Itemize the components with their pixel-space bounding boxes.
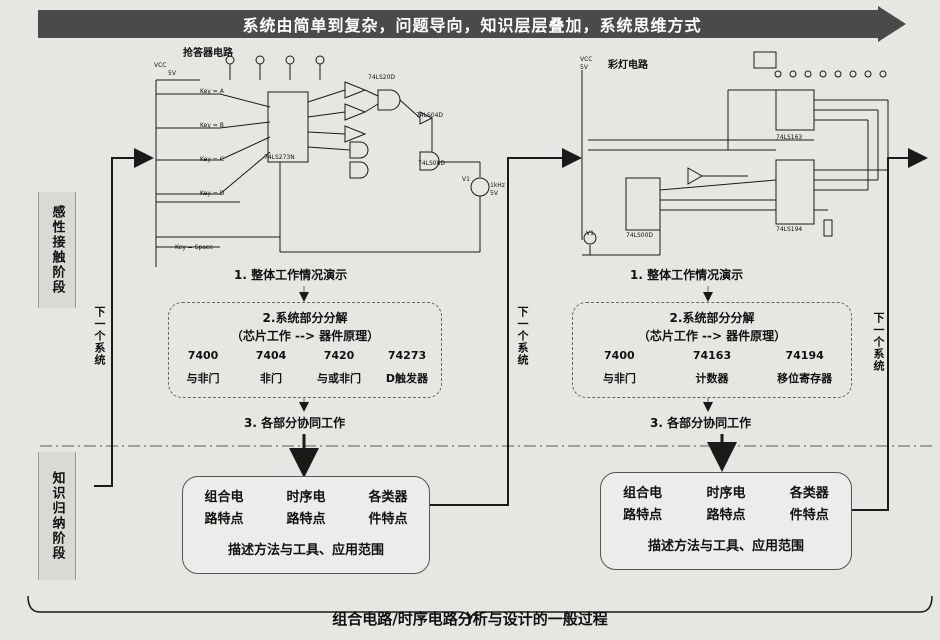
c1-chip-name: 与非门 [186,372,220,385]
c1-feature-box: 组合电路特点 时序电路特点 各类器件特点 描述方法与工具、应用范围 [182,476,430,574]
c1-chip: 74273 [387,349,427,362]
c1-label-u3: 74LS04D [416,112,444,119]
c2-desc: 描述方法与工具、应用范围 [647,539,804,554]
c1-chip-name: D触发器 [385,372,429,385]
c2-label-u1: 74LS00D [626,232,654,239]
circuit-2-title: 彩灯电路 [608,60,648,71]
c1-feature-row: 组合电路特点 时序电路特点 各类器件特点 [183,487,429,531]
c1-chip-name-row: 与非门 非门 与或非门 D触发器 [169,370,441,386]
c1-label-u2b: 74LS08D [418,160,446,167]
c1-chip-row: 7400 7404 7420 74273 [169,349,441,362]
c1-box-title: 2.系统部分分解 [262,311,348,325]
c1-label-amp: 5V [490,190,498,197]
c2-step-3: 3. 各部分协同工作 [650,416,752,430]
c1-label-vcc: VCC [154,62,167,69]
c1-label-key-space: Key = Space [175,244,214,251]
circuit-2-schematic [581,51,889,256]
side-label-perceptual: 感性接触阶段 [38,192,76,308]
banner-arrow [38,6,906,42]
c2-label-u3: 74LS194 [776,226,803,233]
banner-title: 系统由简单到复杂，问题导向，知识层层叠加，系统思维方式 [242,16,702,35]
circuit-1-schematic [155,55,490,267]
bottom-summary: 组合电路/时序电路分析与设计的一般过程 [332,609,608,628]
c2-chip-row: 7400 74163 74194 [573,349,851,362]
next-system-label-2: 下一个系统 [516,306,529,366]
c2-decompose-box: 2.系统部分分解 （芯片工作 --> 器件原理） 7400 74163 7419… [572,302,852,398]
c1-chip-name: 与或非门 [317,372,361,385]
c2-feature-box: 组合电路特点 时序电路特点 各类器件特点 描述方法与工具、应用范围 [600,472,852,570]
c1-label-u4: 74LS273N [264,154,295,161]
c1-label-5v: 5V [168,70,176,77]
c1-box-sub: （芯片工作 --> 器件原理） [230,329,380,343]
c1-feature: 各类器件特点 [368,490,408,527]
c1-step-3: 3. 各部分协同工作 [244,416,346,430]
c2-chip: 74163 [692,349,732,362]
c2-label-5v: 5V [580,64,588,71]
c2-step-1: 1. 整体工作情况演示 [630,268,744,282]
c2-feature-row: 组合电路特点 时序电路特点 各类器件特点 [601,483,851,527]
c1-feature: 时序电路特点 [286,490,326,527]
c2-chip-name: 移位寄存器 [777,372,833,385]
c1-chip: 7420 [323,349,355,362]
c1-chip-name: 非门 [260,372,282,385]
c2-feature: 各类器件特点 [789,486,829,523]
c1-step-1: 1. 整体工作情况演示 [234,268,348,282]
c1-label-key-d: Key = D [200,190,225,197]
c1-chip: 7404 [255,349,287,362]
c2-chip: 74194 [785,349,824,362]
c1-label-key-b: Key = B [200,122,224,129]
next-system-label-3: 下一个系统 [872,312,885,372]
c2-chip-name: 计数器 [695,372,729,385]
c1-chip: 7400 [187,349,219,362]
c2-chip-name: 与非门 [602,372,636,385]
c1-feature: 组合电路特点 [204,490,244,527]
c1-label-key-c: Key = C [200,156,224,163]
c1-label-u1a: 74LS20D [368,74,396,81]
c2-feature: 组合电路特点 [623,486,663,523]
c2-box-sub: （芯片工作 --> 器件原理） [637,329,787,343]
c1-desc: 描述方法与工具、应用范围 [227,543,384,558]
c1-label-freq: 1kHz [490,182,505,189]
c1-label-key-a: Key = A [200,88,224,95]
next-system-label-1: 下一个系统 [93,306,106,366]
c1-label-v1: V1 [462,176,470,183]
c2-label-vcc: VCC [580,56,593,63]
side-label-induction: 知识归纳阶段 [38,452,76,580]
c2-chip: 7400 [604,349,635,362]
c1-decompose-box: 2.系统部分分解 （芯片工作 --> 器件原理） 7400 7404 7420 … [168,302,442,398]
c2-label-u2: 74LS163 [776,134,803,141]
c2-chip-name-row: 与非门 计数器 移位寄存器 [573,370,851,386]
c2-box-title: 2.系统部分分解 [669,311,755,325]
c2-feature: 时序电路特点 [706,486,746,523]
circuit-1-title: 抢答器电路 [183,48,233,59]
c2-label-v1: V1 [586,230,594,237]
